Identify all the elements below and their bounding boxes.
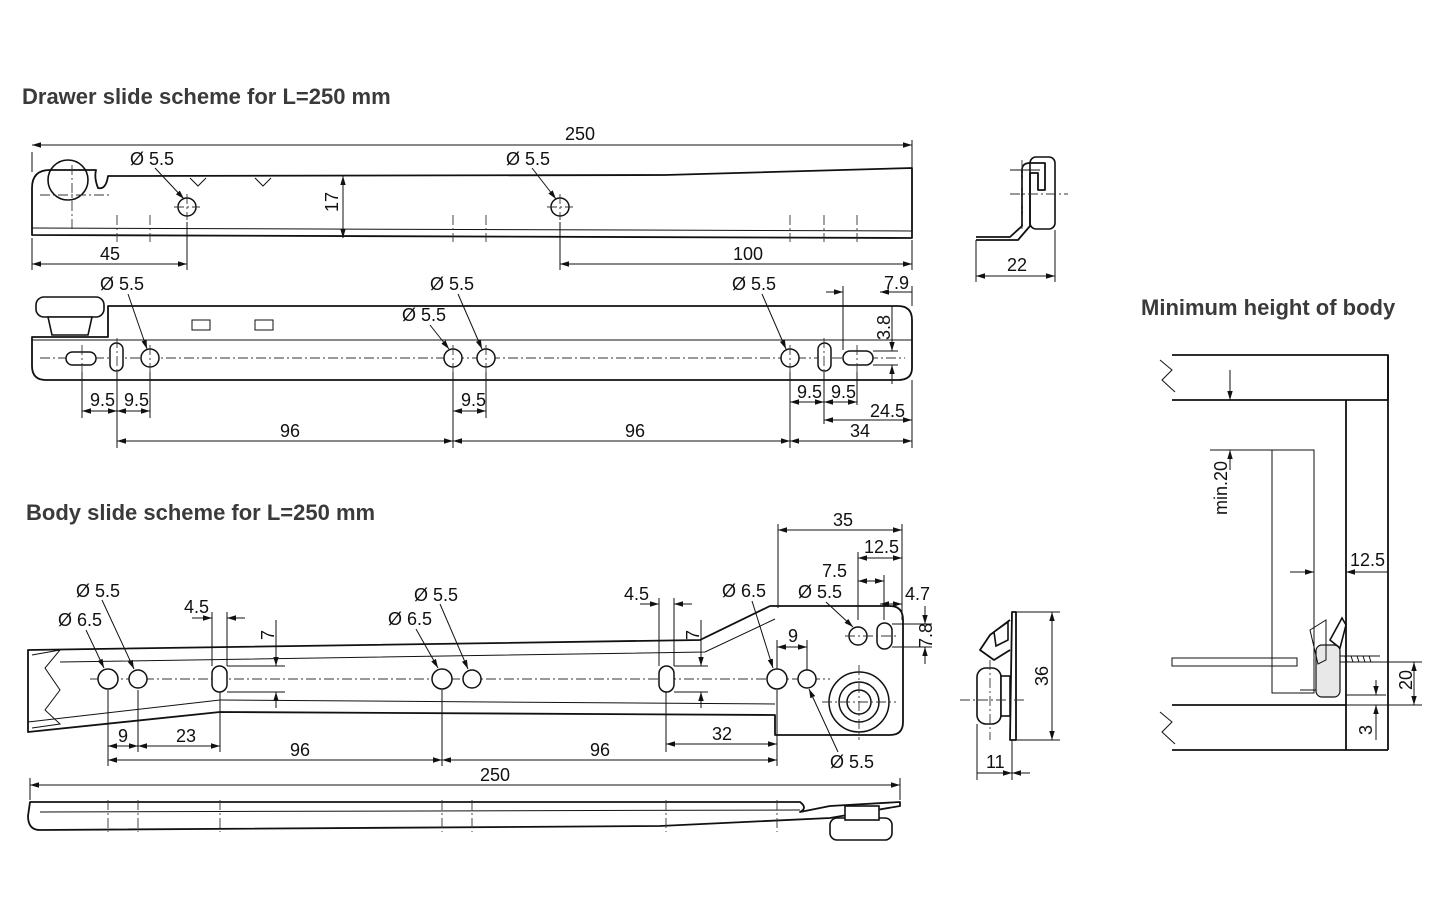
dim-11: 11 (986, 752, 1005, 772)
dim-78: 7.8 (916, 623, 936, 648)
label-hole-dia: Ø 6.5 (722, 581, 766, 601)
dim-96: 96 (590, 740, 610, 760)
dim-79: 7.9 (884, 273, 909, 293)
dim-9: 9 (118, 726, 128, 746)
dim-7: 7 (683, 630, 703, 640)
dim-47: 4.7 (905, 584, 930, 604)
dim-38: 3.8 (874, 315, 894, 340)
label-hole-dia: Ø 6.5 (388, 609, 432, 629)
label-hole-dia: Ø 5.5 (830, 752, 874, 772)
label-hole-dia: Ø 5.5 (430, 274, 474, 294)
label-hole-dia: Ø 5.5 (506, 149, 550, 169)
drawer-slide-side-view: Ø 5.5 Ø 5.5 Ø 5.5 Ø 5.5 7.9 3.8 9.5 (31, 273, 913, 448)
label-hole-dia: Ø 5.5 (130, 149, 174, 169)
dim-32: 32 (712, 724, 732, 744)
label-hole-dia: Ø 5.5 (732, 274, 776, 294)
dim-96: 96 (625, 421, 645, 441)
drawer-slide-title: Drawer slide scheme for L=250 mm (22, 84, 391, 109)
dim-95: 9.5 (831, 382, 856, 402)
body-slide-side-view: 35 12.5 7.5 4.7 7.8 (27, 510, 936, 841)
dim-min20: min.20 (1211, 461, 1231, 515)
dim-profile-22: 22 (1007, 255, 1027, 275)
dim-95: 9.5 (90, 390, 115, 410)
dim-125: 12.5 (864, 537, 899, 557)
body-slide-title: Body slide scheme for L=250 mm (26, 500, 375, 525)
dim-35: 35 (833, 510, 853, 530)
dim-245: 24.5 (870, 401, 905, 421)
roller-wheel (47, 159, 89, 201)
dim-96: 96 (280, 421, 300, 441)
label-hole-dia: Ø 5.5 (798, 582, 842, 602)
min-height-title: Minimum height of body (1141, 295, 1396, 320)
dim-250: 250 (480, 765, 510, 785)
dim-95: 9.5 (797, 382, 822, 402)
body-slide-profile: 36 11 (960, 611, 1060, 780)
dim-20: 20 (1396, 670, 1416, 690)
dim-34: 34 (850, 421, 870, 441)
label-hole-dia: Ø 6.5 (58, 610, 102, 630)
label-hole-dia: Ø 5.5 (414, 585, 458, 605)
dim-36: 36 (1032, 666, 1052, 686)
dim-45: 4.5 (624, 584, 649, 604)
label-hole-dia: Ø 5.5 (76, 581, 120, 601)
dim-75: 7.5 (822, 561, 847, 581)
label-hole-dia: Ø 5.5 (100, 274, 144, 294)
dim-95: 9.5 (124, 390, 149, 410)
dim-9: 9 (788, 626, 798, 646)
drawer-slide-top-view: 250 Ø 5.5 Ø 5.5 17 45 (31, 124, 913, 270)
dim-drawer-length: 250 (565, 124, 595, 144)
dim-95: 9.5 (461, 390, 486, 410)
drawer-slide-profile: 22 (975, 156, 1068, 282)
dim-right-100: 100 (733, 244, 763, 264)
dim-23: 23 (176, 726, 196, 746)
label-hole-dia: Ø 5.5 (402, 305, 446, 325)
dim-left-45: 45 (100, 244, 120, 264)
dim-45: 4.5 (184, 597, 209, 617)
dim-125: 12.5 (1350, 550, 1385, 570)
dim-height-17: 17 (322, 192, 342, 212)
dim-7: 7 (258, 630, 278, 640)
dim-3: 3 (1356, 725, 1376, 735)
dim-96: 96 (290, 740, 310, 760)
min-height-section: min.20 12.5 20 3 (1159, 354, 1422, 751)
